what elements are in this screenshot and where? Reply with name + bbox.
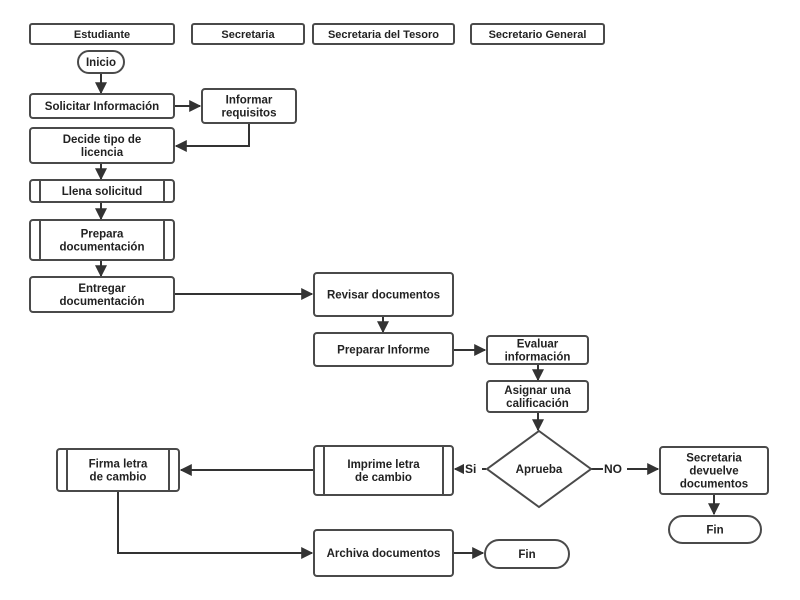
edge-firma-archiva [117,491,314,559]
node-label-line: Preparar Informe [337,345,430,357]
lane-header-label: Secretaria del Tesoro [328,29,439,41]
node-label-line: Asignar una [504,385,571,397]
node-inicio: Inicio [77,50,125,74]
edge-label-text: NO [604,462,622,476]
lane-header-label: Estudiante [74,29,130,41]
node-archiva: Archiva documentos [313,529,454,577]
node-label-line: Inicio [86,57,116,69]
node-label-line: Imprime letra [347,459,420,471]
node-label-line: documentación [60,296,145,308]
node-label-line: Archiva documentos [327,548,441,560]
node-aprueba: Aprueba [485,429,593,509]
lane-header-3: Secretaria del Tesoro [312,23,455,45]
node-label-line: licencia [81,147,124,159]
node-label-line: Entregar [78,283,126,295]
node-label-line: documentación [60,242,145,254]
node-label-line: Aprueba [516,464,563,476]
node-label-line: documentos [680,479,748,491]
node-solicitar: Solicitar Información [29,93,175,119]
node-label-line: Evaluar [517,339,559,351]
lane-header-4: Secretario General [470,23,605,45]
node-label-line: Decide tipo de [63,134,142,146]
lane-header-1: Estudiante [29,23,175,45]
node-llena: Llena solicitud [29,179,175,203]
node-label-line: Fin [518,549,535,561]
node-label-line: Prepara [81,229,124,241]
node-label-line: Solicitar Información [45,101,159,113]
node-fin-2: Fin [668,515,762,544]
node-label-line: de cambio [90,472,147,484]
edge-label-si: Si [464,461,482,477]
node-label-line: Revisar documentos [327,290,440,302]
node-label-line: calificación [506,398,569,410]
node-revisar: Revisar documentos [313,272,454,317]
node-label-line: de cambio [355,472,412,484]
node-label-line: Firma letra [89,459,148,471]
node-fin-1: Fin [484,539,570,569]
node-label-line: Llena solicitud [62,186,143,198]
lane-header-2: Secretaria [191,23,305,45]
edge-label-text: Si [465,462,476,476]
node-label-line: Fin [706,525,723,537]
lane-header-label: Secretaria [221,29,275,41]
lane-header-label: Secretario General [489,29,587,41]
node-label-line: requisitos [222,108,277,120]
node-label-line: Secretaria [686,453,742,465]
node-preparar-informe: Preparar Informe [313,332,454,367]
node-label-line: Informar [226,95,273,107]
edge-informar-decide [174,123,250,152]
edge-label-no: NO [603,461,627,477]
node-label-line: información [505,352,571,364]
node-label-line: devuelve [689,466,738,478]
